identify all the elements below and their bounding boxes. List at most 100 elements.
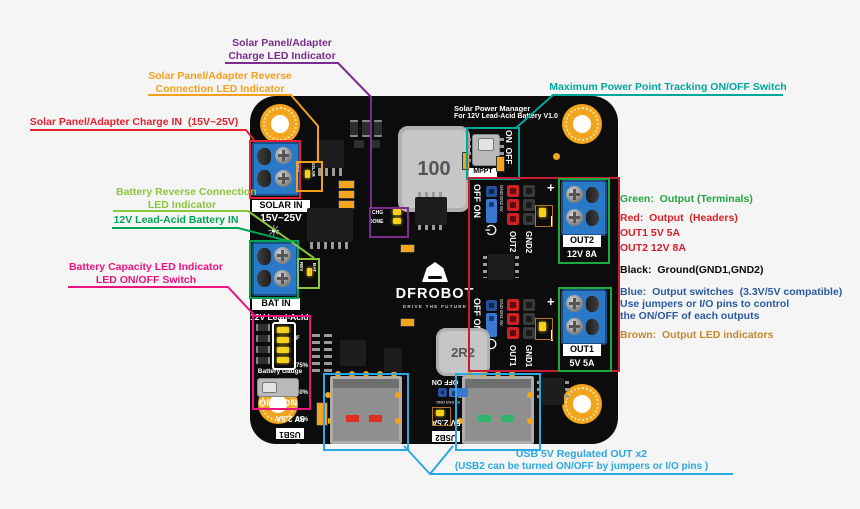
legend-red-out2: OUT2 12V 8A (620, 242, 686, 254)
usb1-rating: 5V 2.5A (275, 414, 305, 423)
solder-dot (395, 392, 401, 398)
dfrobot-wordmark: DFROBOT (395, 286, 475, 302)
smd-component (418, 225, 444, 230)
rev-bat-label: REV (299, 262, 304, 272)
out2-enable-jumper (486, 186, 497, 223)
gauge-led (277, 357, 289, 363)
terminal-screw (566, 186, 583, 203)
terminal-slot (586, 319, 599, 335)
out1-enable-jumper (486, 300, 497, 337)
out2-minus-mark (551, 216, 553, 227)
header-pin (507, 299, 519, 311)
done-label: DONE (369, 219, 384, 225)
usb2-rating: 5V 2.5A (431, 418, 461, 427)
dfrobot-logo-mouth (428, 276, 442, 279)
ic-chip (488, 254, 514, 280)
gnd2-header (523, 185, 535, 225)
callout-text: Maximum Power Point Tracking ON/OFF Swit… (549, 81, 787, 93)
gauge-scale: F 75% 50% 25% E (296, 317, 308, 470)
out1-plus-mark: + (547, 294, 555, 309)
solder-dot (457, 418, 463, 424)
header-pin (523, 313, 535, 325)
callout-usb-out: USB 5V Regulated OUT x2 (USB2 can be tur… (430, 448, 733, 473)
bat-in-terminal (252, 242, 298, 296)
solar-in-silkscreen: SOLAR IN (252, 200, 310, 212)
power-icon (485, 224, 497, 236)
out2-jumper-labels: GND EN2 5V (499, 185, 504, 212)
bat-type-silkscreen: 12V Lead-Acid (250, 312, 309, 322)
usb1-port (330, 376, 402, 444)
header-pin (486, 186, 497, 197)
smd-component (370, 140, 380, 148)
gnd1-header-label: GND1 (524, 345, 533, 368)
smd-component (312, 334, 320, 374)
terminal-screw (275, 147, 292, 164)
terminal-screw (274, 270, 291, 287)
solder-dot (377, 371, 383, 377)
done-led (393, 218, 401, 224)
header-pin (523, 327, 535, 339)
board-subtitle: For 12V Lead-Acid Battery V1.0 (454, 113, 558, 120)
callout-battery-gauge: Battery Capacity LED Indicator LED ON/OF… (62, 261, 230, 286)
mppt-on-off-label: ON OFF (504, 130, 514, 165)
callout-text: 12V Lead-Acid Battery IN (113, 214, 239, 226)
out1-jumper-labels: GND EN1 5V (499, 299, 504, 326)
smd-component (400, 318, 415, 327)
smd-component (324, 334, 332, 374)
callout-text: Battery Capacity LED Indicator (68, 261, 224, 273)
gauge-switch (257, 378, 299, 397)
out2-term-label: OUT2 (563, 235, 601, 247)
legend-brown: Brown: Output LED indicators (620, 329, 774, 341)
solder-dot (395, 418, 401, 424)
gauge-led (277, 347, 289, 353)
smd-component (537, 381, 541, 402)
chg-label: CHG (372, 210, 384, 216)
dfrobot-logo-icon (422, 262, 448, 282)
legend-red: Red: Output (Headers) (620, 212, 738, 224)
terminal-screw (566, 209, 583, 226)
gauge-75: 75% (296, 363, 309, 369)
usb2-jumper-labels: 5V EN3 GND (436, 400, 460, 405)
usb1-label: USB1 (276, 428, 304, 439)
gauge-label: Battery Gauge (257, 368, 303, 375)
usb-contact (369, 415, 382, 422)
out1-term-rating: 5V 5A (569, 358, 595, 368)
terminal-slot (257, 170, 271, 187)
callout-text: LED Indicator (147, 198, 217, 211)
usb-contact (346, 415, 359, 422)
out2-switch-label: OFF ON (472, 184, 482, 218)
smd-component (256, 335, 270, 342)
battery-nub (279, 319, 287, 322)
callout-text: Solar Panel/Adapter Reverse (148, 70, 292, 82)
mppt-silkscreen: MPPT (469, 168, 497, 178)
out1-header-label: OUT1 (508, 345, 517, 367)
header-pin (523, 199, 535, 211)
header-pin (486, 300, 497, 311)
switch-legs (499, 138, 504, 162)
smd-component (256, 324, 270, 331)
jumper-cap (449, 388, 468, 397)
solder-dot (527, 392, 533, 398)
mounting-hole-top-right (562, 104, 602, 144)
terminal-screw (275, 170, 292, 187)
usb2-port (462, 376, 534, 444)
smd-component (256, 357, 270, 364)
terminal-slot (257, 148, 271, 165)
usb-contact (478, 415, 491, 422)
smd-component (316, 402, 328, 426)
battery-gauge-icon (272, 319, 296, 370)
smd-component (374, 120, 382, 137)
header-pin (507, 213, 519, 225)
solar-range-silkscreen: 15V~25V (260, 213, 302, 224)
gauge-empty: E (296, 444, 301, 450)
switch-legs (466, 138, 471, 162)
legend-blue-line2: Use jumpers or I/O pins to control (620, 298, 790, 310)
rev-solar-led (305, 170, 310, 178)
terminal-slot (257, 248, 271, 265)
out2-plus-mark: + (547, 180, 555, 195)
callout-text: Solar Panel/Adapter Charge IN (15V~25V) (29, 116, 239, 128)
solder-dot (527, 418, 533, 424)
smd-component (338, 180, 355, 189)
smd-component (350, 120, 358, 137)
sun-icon: ☀ (267, 223, 281, 240)
